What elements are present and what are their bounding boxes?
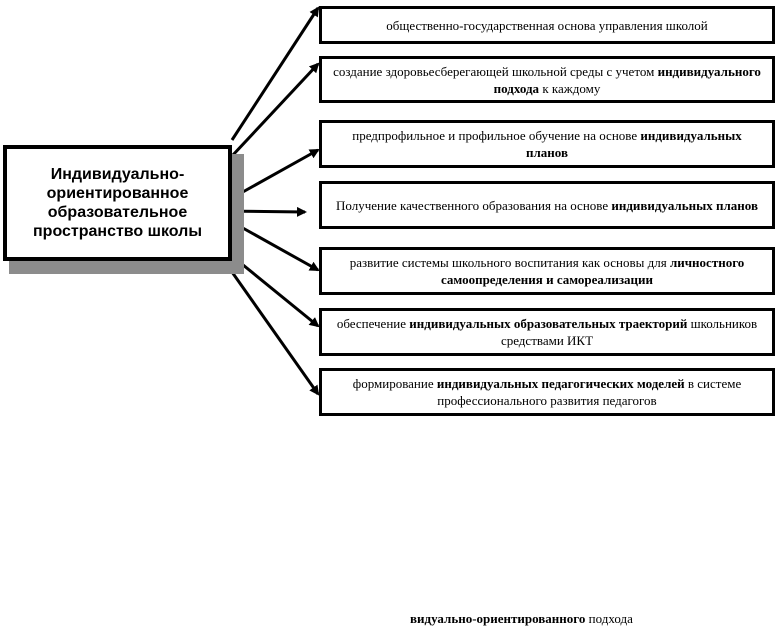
goal-text-emphasis: индивидуальных планов	[526, 128, 742, 160]
goal-box-quality-education: Получение качественного образования на о…	[319, 181, 775, 229]
goal-text-emphasis: индивидуальных педагогических моделей	[436, 376, 685, 391]
footer-caption-bold: видуально-ориентированного	[410, 611, 586, 626]
goal-box-ict-trajectories: обеспечение индивидуальных образовательн…	[319, 308, 775, 356]
goal-text-run: формирование	[352, 376, 437, 391]
connector-arrow-1	[230, 62, 320, 158]
footer-caption-normal: подхода	[585, 611, 633, 626]
goal-text: формирование индивидуальных педагогическ…	[330, 375, 764, 409]
goal-text: создание здоровьесберегающей школьной ср…	[330, 63, 764, 97]
center-concept-label: Индивидуально-ориентированное образовате…	[33, 166, 202, 240]
goal-text-run: создание здоровьесберегающей школьной ср…	[333, 63, 658, 79]
goal-text-emphasis: индивидуальных образовательных траектори…	[409, 316, 688, 331]
goal-text: обеспечение индивидуальных образовательн…	[330, 315, 764, 349]
goal-text-emphasis: личностного самоопределения и самореализ…	[440, 255, 745, 287]
goal-text: Получение качественного образования на о…	[336, 197, 758, 214]
goal-box-governance: общественно-государственная основа управ…	[319, 6, 775, 44]
goal-text-run: развитие системы школьного воспитания ка…	[349, 255, 670, 270]
goal-text-emphasis: индивидуальных планов	[611, 197, 758, 213]
goal-text: общественно-государственная основа управ…	[386, 17, 708, 34]
connector-arrow-2	[231, 148, 320, 200]
goal-text: предпрофильное и профильное обучение на …	[330, 127, 764, 161]
connector-arrow-0	[230, 6, 320, 141]
goal-text: развитие системы школьного воспитания ка…	[330, 254, 764, 288]
goal-box-health-environment: создание здоровьесберегающей школьной ср…	[319, 56, 775, 103]
goal-box-teacher-models: формирование индивидуальных педагогическ…	[319, 368, 775, 416]
goal-box-profile-education: предпрофильное и профильное обучение на …	[319, 120, 775, 168]
goal-text-run: в системе профессионального развития пед…	[437, 376, 742, 408]
goal-text-emphasis: индивидуального подхода	[493, 63, 761, 96]
goal-text-run: Получение качественного образования на о…	[336, 197, 612, 213]
connector-arrow-6	[230, 271, 320, 396]
goal-text-run: предпрофильное и профильное обучение на …	[352, 128, 641, 143]
goal-text-run: общественно-государственная основа управ…	[386, 17, 708, 33]
goal-text-run: школьников средствами ИКТ	[500, 316, 758, 348]
connector-arrow-5	[231, 254, 320, 328]
footer-caption: видуально-ориентированного подхода	[410, 611, 633, 627]
center-concept-box: Индивидуально-ориентированное образовате…	[3, 145, 232, 261]
connector-arrow-4	[231, 220, 320, 272]
goal-box-upbringing-system: развитие системы школьного воспитания ка…	[319, 247, 775, 295]
goal-text-run: обеспечение	[336, 316, 410, 331]
goal-text-run: к каждому	[539, 80, 601, 96]
